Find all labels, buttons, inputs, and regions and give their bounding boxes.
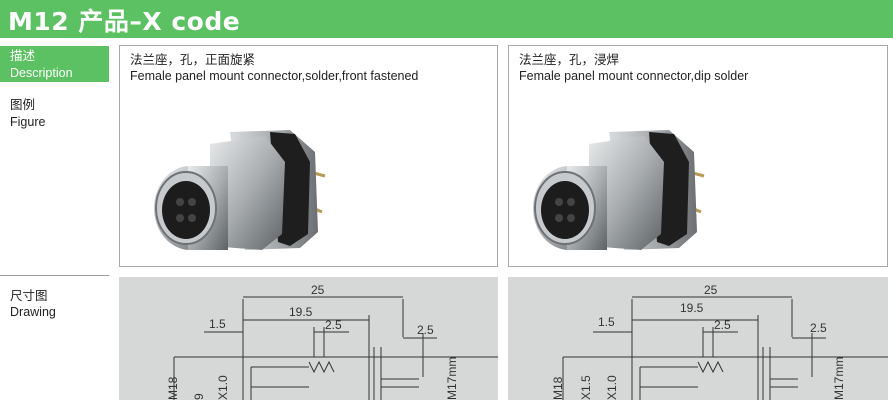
dim-body-2: 19.5 [680,301,704,315]
dim-body-1: 19.5 [289,305,313,319]
product-1-desc-en: Female panel mount connector,solder,fron… [130,69,419,83]
product-panel-1: 法兰座，孔，正面旋紧 Female panel mount connector,… [119,45,498,267]
drawing-panel-2: 25 19.5 1.5 2.5 2.5 M18 X1.5 X1.0 M17mm [508,277,888,400]
product-2-desc-cn: 法兰座，孔，浸焊 [519,53,620,67]
drawing-label-cn: 尺寸图 [10,289,48,303]
dim-flange-1: 1.5 [209,317,226,331]
dimension-drawing-2: 25 19.5 1.5 2.5 2.5 M18 X1.5 X1.0 M17mm [551,283,888,400]
figure-label-cn: 图例 [10,98,36,112]
dim-height-2: M17mm [832,357,846,400]
dim-nine-1: 9 [192,393,206,400]
connector-image-1 [154,130,326,250]
dim-pin-2: 2.5 [810,321,827,335]
dimension-drawing-1: 25 19.5 1.5 2.5 2.5 M18 9 X1.0 M17mm [166,283,498,400]
description-label-box [0,46,109,82]
dim-pitch-1: 2.5 [325,318,342,332]
dim-k-2: X1.0 [605,375,619,400]
product-panel-2: 法兰座，孔，浸焊 Female panel mount connector,di… [508,45,888,267]
product-1-desc-cn: 法兰座，孔，正面旋紧 [130,53,256,67]
dim-pitch-2: 2.5 [714,318,731,332]
dim-overall-2: 25 [704,283,718,297]
drawing-label-en: Drawing [10,305,56,319]
description-label-cn: 描述 [10,49,36,63]
drawing-panel-1: 25 19.5 1.5 2.5 2.5 M18 9 X1.0 M17mm [119,277,498,400]
label-divider [0,275,109,276]
figure-label-en: Figure [10,115,46,129]
dim-pin-1: 2.5 [417,323,434,337]
page-title: M12 产品–X code [8,7,241,36]
description-label-en: Description [10,66,73,80]
dim-thread-1: M18 [166,376,180,400]
dim-k1-2: X1.5 [579,375,593,400]
dim-height-1: M17mm [445,357,459,400]
dim-thread-2: M18 [551,376,565,400]
dim-overall-1: 25 [311,283,325,297]
dim-k-1: X1.0 [216,375,230,400]
product-2-desc-en: Female panel mount connector,dip solder [519,69,749,83]
title-bar: M12 产品–X code [0,0,893,38]
connector-image-2 [533,130,705,250]
dim-flange-2: 1.5 [598,315,615,329]
